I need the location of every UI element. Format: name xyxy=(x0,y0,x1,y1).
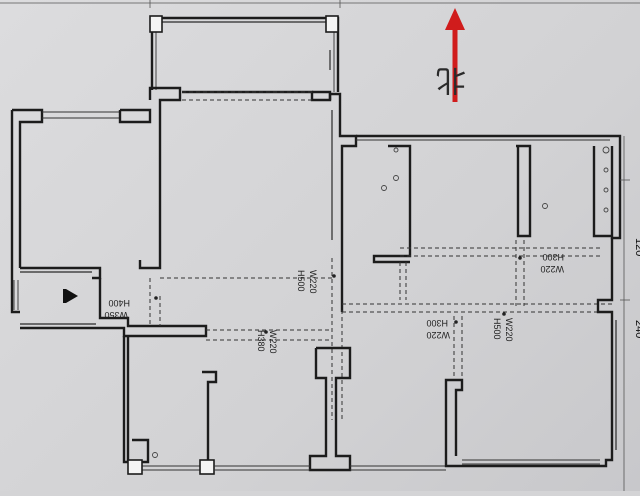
room-right-lower xyxy=(444,238,617,468)
dimension-right-upper: 120 xyxy=(633,238,640,256)
beam-label-right-lower-b: W220 H500 xyxy=(492,312,514,342)
beam-label-right-upper: W220 H300 xyxy=(518,252,564,274)
beam-center-lower-height: H380 xyxy=(256,330,266,352)
room-left-bedroom xyxy=(10,86,182,314)
beam-left-width: W350 xyxy=(104,310,128,320)
beam-right-lower-b-height: H500 xyxy=(492,318,502,340)
beam-center-lower-width: W220 xyxy=(268,330,278,354)
room-lower-left xyxy=(122,336,218,475)
beam-left-height: H400 xyxy=(108,298,130,308)
right-dimension xyxy=(620,136,630,491)
beam-center-width: W220 xyxy=(308,270,318,294)
top-balcony xyxy=(149,15,340,92)
beam-label-center-lower: W220 H380 xyxy=(256,330,278,354)
room-right-upper xyxy=(342,134,622,380)
room-living xyxy=(149,90,358,420)
north-label: 北 xyxy=(436,62,466,97)
beam-right-lower-b-width: W220 xyxy=(504,318,514,342)
dimension-right-lower: 240 xyxy=(633,320,640,338)
top-ruler xyxy=(0,0,640,8)
beam-right-upper-width: W220 xyxy=(540,264,564,274)
beam-right-lower-a-width: W220 xyxy=(426,330,450,340)
beam-label-right-lower-a: W220 H300 xyxy=(426,318,458,340)
beam-right-lower-a-height: H300 xyxy=(426,318,448,328)
central-column xyxy=(214,346,446,472)
north-arrow-head-icon xyxy=(445,8,465,30)
beam-label-center: W220 H500 xyxy=(296,270,336,294)
north-arrow: 北 xyxy=(436,8,466,102)
entrance-arrow-icon xyxy=(66,289,78,303)
beam-center-height: H500 xyxy=(296,270,306,292)
entrance xyxy=(20,266,208,338)
beam-right-upper-height: H300 xyxy=(542,252,564,262)
beam-label-left: W350 H400 xyxy=(104,296,158,320)
